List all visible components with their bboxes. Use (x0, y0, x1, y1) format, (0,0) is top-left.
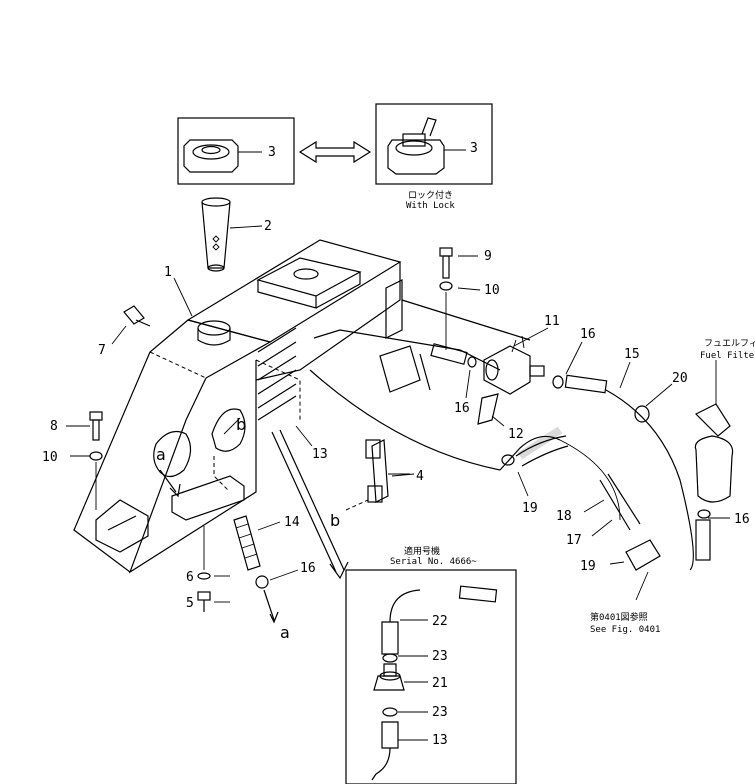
notes: ロック付き With Lock 適用号機 Serial No. 4666~ フュ… (390, 190, 755, 635)
fuel-filter (694, 360, 734, 561)
callout-19-upper: 19 (522, 501, 538, 516)
note-fuel-filter-jp: フュエルフィルタ (704, 338, 755, 349)
callout-18: 18 (556, 509, 572, 524)
callout-10-left: 10 (42, 450, 58, 465)
callout-15: 15 (624, 347, 640, 362)
callout-5: 5 (186, 596, 194, 611)
callout-8: 8 (50, 419, 58, 434)
callout-13: 13 (312, 447, 328, 462)
interchange-arrow (298, 140, 372, 164)
note-lock-en: With Lock (406, 201, 455, 211)
note-see-fig-en: See Fig. 0401 (590, 625, 660, 635)
callout-4: 4 (416, 469, 424, 484)
note-serial-jp: 適用号機 (404, 545, 440, 557)
note-serial-en: Serial No. 4666~ (390, 557, 477, 567)
callout-9: 9 (484, 249, 492, 264)
inset-cap-standard (177, 117, 295, 185)
filler-strainer (201, 197, 263, 272)
callout-16-filter: 16 (734, 512, 750, 527)
callout-7: 7 (98, 343, 106, 358)
callout-3-lock: 3 (470, 141, 478, 156)
callout-10-right: 10 (484, 283, 500, 298)
callout-3-standard: 3 (268, 145, 276, 160)
inset-serial (345, 569, 517, 784)
small-parts (89, 247, 453, 624)
callout-13-inset: 13 (432, 733, 448, 748)
letter-b-tank: b (236, 415, 246, 434)
note-fuel-filter-en: Fuel Filter (700, 351, 755, 361)
fuel-line (499, 389, 694, 571)
callout-numbers: 3 3 2 1 7 8 10 9 10 11 16 15 20 16 12 13… (42, 141, 750, 748)
callout-21: 21 (432, 676, 448, 691)
note-see-fig-jp: 第0401図参照 (590, 611, 648, 623)
reference-letters: a b b a (156, 415, 340, 642)
letter-a-tank: a (156, 445, 166, 464)
fuel-tank (73, 239, 402, 574)
callout-11: 11 (544, 314, 560, 329)
inset-cap-with-lock (375, 103, 493, 185)
callout-20: 20 (672, 371, 688, 386)
callout-16-washer: 16 (454, 401, 470, 416)
callout-2: 2 (264, 219, 272, 234)
callout-22: 22 (432, 614, 448, 629)
callout-1: 1 (164, 265, 172, 280)
callout-17: 17 (566, 533, 582, 548)
letter-a-hose: a (280, 623, 290, 642)
note-lock-jp: ロック付き (408, 190, 453, 201)
letter-b-bracket: b (330, 511, 340, 530)
callout-14: 14 (284, 515, 300, 530)
callout-16-pump: 16 (580, 327, 596, 342)
callout-6: 6 (186, 570, 194, 585)
bracket-and-pipe (309, 279, 608, 471)
leader-lines (66, 255, 730, 603)
callout-16-hose: 16 (300, 561, 316, 576)
callout-19-lower: 19 (580, 559, 596, 574)
callout-23-lower: 23 (432, 705, 448, 720)
callout-23-upper: 23 (432, 649, 448, 664)
callout-12: 12 (508, 427, 524, 442)
